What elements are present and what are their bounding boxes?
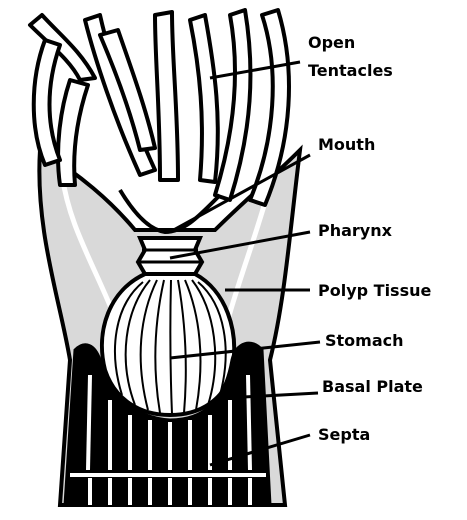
oral-disc [120,190,220,232]
label-mouth: Mouth [318,135,375,154]
septum-line [248,375,250,470]
label-open-tentacles-line2: Tentacles [308,61,393,80]
tentacle-far-left [34,40,60,165]
labels: Open Tentacles Mouth Pharynx Polyp Tissu… [308,33,431,444]
label-pharynx: Pharynx [318,221,393,240]
label-stomach: Stomach [325,331,404,350]
tentacle-center [155,12,178,180]
label-basal-plate: Basal Plate [322,377,423,396]
pharynx-shape [138,238,202,274]
label-polyp-tissue: Polyp Tissue [318,281,431,300]
label-open-tentacles-line1: Open [308,33,355,52]
septum-line [88,375,90,470]
stomach [102,274,234,415]
oral-disc-shape [120,190,220,232]
tentacle-right-mid [215,10,250,200]
tentacles [30,10,289,205]
pharynx [138,238,202,274]
label-septa: Septa [318,425,370,444]
tentacle-center-right [190,15,218,182]
tentacle-left-outer [58,80,88,185]
